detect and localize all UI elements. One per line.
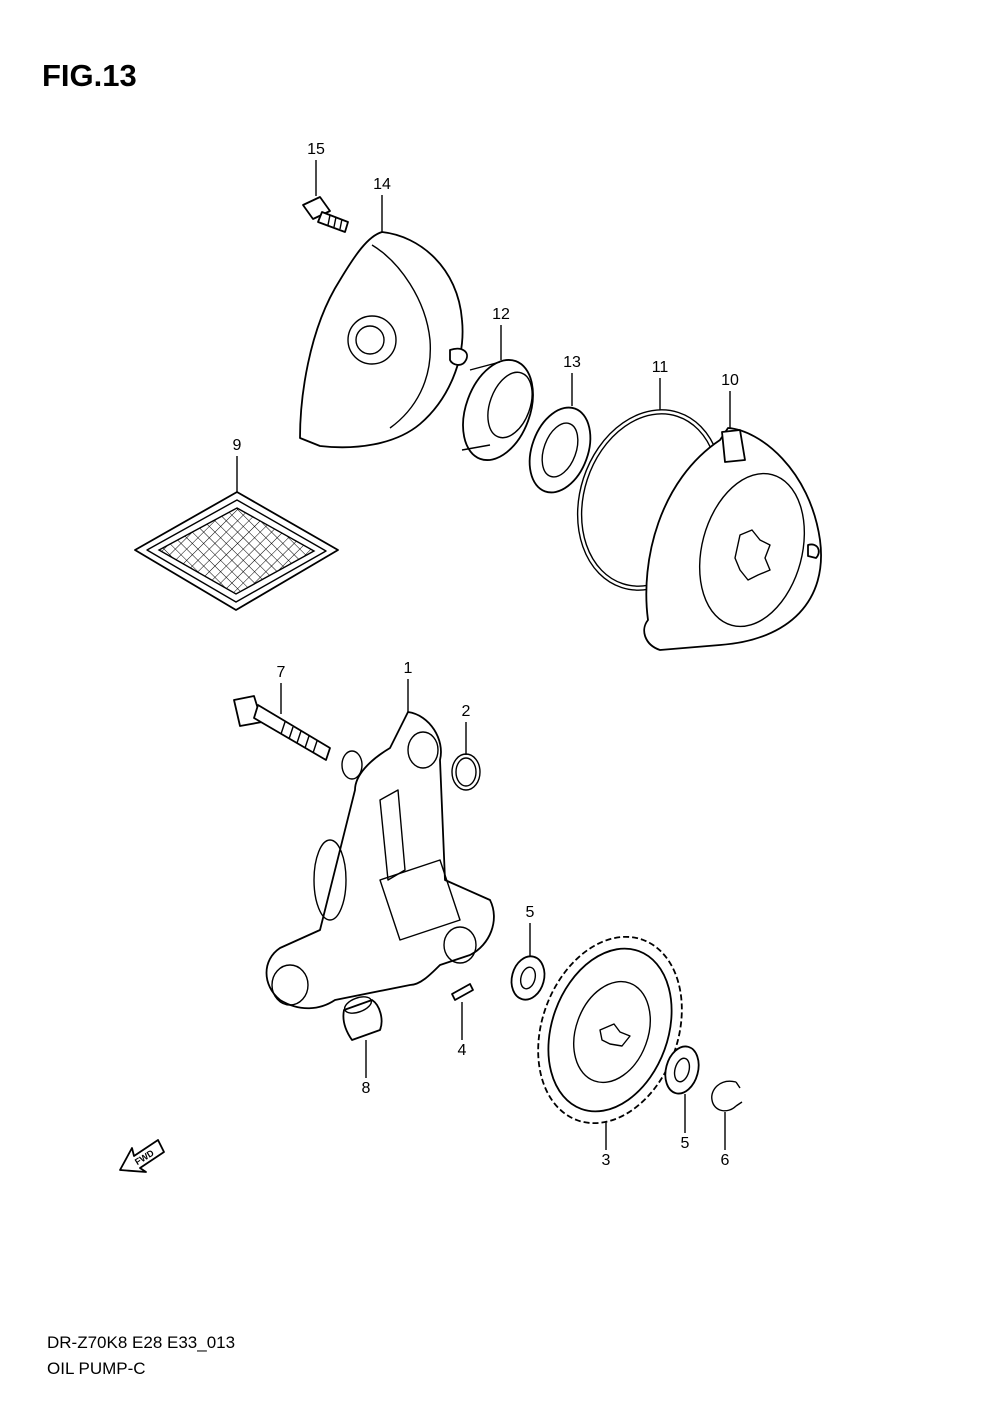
model-code: DR-Z70K8 E28 E33_013: [47, 1333, 236, 1352]
svg-text:1: 1: [404, 660, 413, 677]
callout-10: 10: [721, 372, 739, 428]
part-9-oil-strainer: [134, 491, 339, 611]
svg-text:9: 9: [233, 437, 242, 454]
fwd-arrow: FWD: [119, 1139, 165, 1173]
part-6-circlip: [711, 1080, 743, 1112]
part-1-pump-body: [265, 711, 495, 1010]
callout-13: 13: [563, 354, 581, 406]
callout-14: 14: [373, 176, 391, 232]
callout-12: 12: [492, 306, 510, 360]
part-5-washer-upper: [510, 955, 546, 1001]
svg-text:4: 4: [458, 1042, 467, 1059]
svg-text:14: 14: [373, 176, 391, 193]
part-4-pin: [451, 983, 474, 1001]
part-3-gear: [537, 935, 683, 1125]
part-10-pump-housing: [643, 427, 822, 651]
svg-text:8: 8: [362, 1080, 371, 1097]
part-12-oil-seal: [461, 359, 534, 461]
svg-text:2: 2: [462, 703, 471, 720]
callout-1: 1: [404, 660, 413, 712]
svg-text:6: 6: [721, 1152, 730, 1169]
part-13-washer: [528, 406, 592, 494]
svg-text:5: 5: [681, 1135, 690, 1152]
svg-text:11: 11: [652, 359, 669, 376]
svg-text:10: 10: [721, 372, 739, 389]
svg-text:13: 13: [563, 354, 581, 371]
callout-8: 8: [362, 1040, 371, 1097]
section-name: OIL PUMP-C: [47, 1359, 146, 1378]
part-14-pump-cover: [299, 231, 468, 449]
part-15-bolt: [302, 196, 349, 233]
svg-text:3: 3: [602, 1152, 611, 1169]
part-5-washer-lower: [664, 1045, 700, 1095]
part-7-long-bolt: [233, 695, 331, 761]
part-2-o-ring: [451, 753, 481, 791]
figure-title: FIG.13: [42, 58, 137, 93]
svg-text:7: 7: [277, 664, 286, 681]
svg-text:15: 15: [307, 141, 325, 158]
part-8-dowel: [342, 996, 383, 1041]
callout-5-lower: 5: [681, 1094, 690, 1152]
callout-15: 15: [307, 141, 325, 196]
callout-4: 4: [458, 1002, 467, 1059]
svg-text:5: 5: [526, 904, 535, 921]
svg-text:12: 12: [492, 306, 510, 323]
callout-6: 6: [721, 1112, 730, 1169]
callout-11: 11: [652, 359, 669, 410]
callout-2: 2: [462, 703, 471, 755]
callout-7: 7: [277, 664, 286, 714]
callout-5-upper: 5: [526, 904, 535, 957]
callout-9: 9: [233, 437, 242, 492]
